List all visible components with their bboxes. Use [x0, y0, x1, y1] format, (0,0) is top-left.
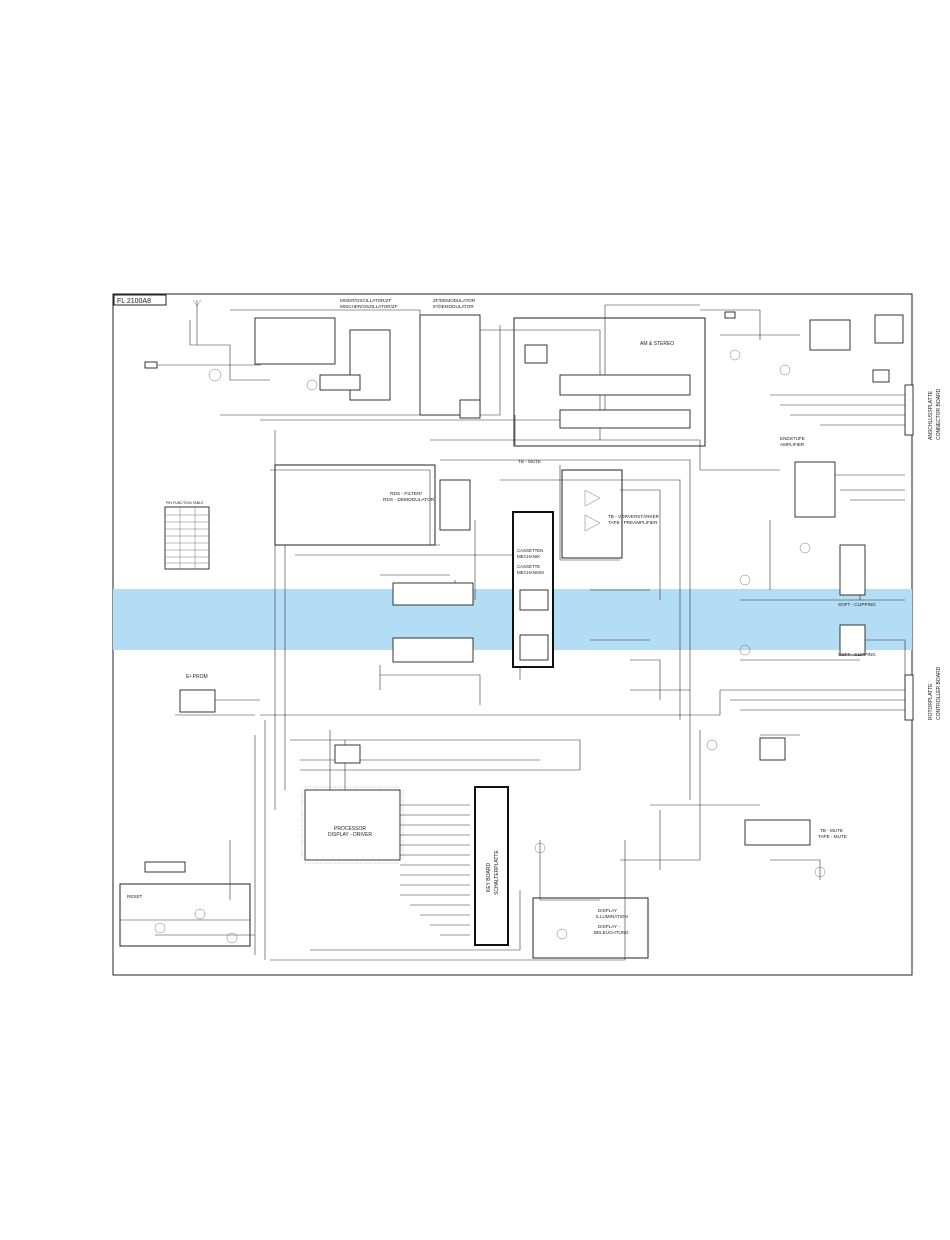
rds-label-1: RDS - FILTER/	[390, 491, 423, 497]
tape-mute-label-2: TAPE - MUTE	[818, 834, 847, 839]
tape-preamp-frame	[561, 469, 623, 559]
rds-block-frame	[274, 464, 436, 546]
band-connector-top	[392, 582, 474, 606]
stereo-block-frame	[513, 317, 706, 447]
demod-label-2: IF/DEMODULATOR	[433, 304, 474, 309]
key-board-label-2: SCHALTERPLATTE	[494, 850, 500, 895]
demod-label-1: ZF/DEMODULATOR	[433, 298, 476, 303]
controller-board-label-1: ROTORPLATTE	[928, 683, 934, 720]
amplifier-chip	[794, 461, 836, 518]
processor-label-2: DISPLAY - DRIVER	[328, 832, 372, 838]
top-right-section	[724, 311, 914, 721]
connector-board-label-1: ANSCHLUSSPLATTE	[928, 390, 934, 440]
endstufe-label-1: ENDSTUFE	[780, 436, 805, 441]
processor-label-1: PROCESSOR	[334, 826, 366, 832]
processor-pins	[301, 786, 404, 864]
display-label-2: ILLUMINATION	[596, 914, 628, 919]
band-connector-bottom	[392, 637, 474, 663]
display-label-4: BELEUCHTUNG	[594, 930, 629, 935]
cassette-label-4: MECHANISM	[517, 570, 544, 575]
key-board-label-1: KEY BOARD	[486, 863, 492, 892]
rds-label-2: RDS - DEMODULATOR	[383, 497, 435, 503]
eeprom-label: E²-PROM	[186, 674, 208, 680]
tape-mute-chip	[744, 819, 811, 846]
model-id-label: FL 2100A8	[117, 298, 151, 305]
soft-clipping-label-2: SOFT - CLIPPING	[838, 652, 876, 657]
display-label-1: DISPLAY	[598, 908, 617, 913]
tb-mute-top-label: TB - MUTE	[518, 459, 541, 464]
cassette-label-3: CASSETTE	[517, 564, 540, 569]
stereo-label: AM & STEREO	[640, 341, 674, 347]
mixer-label-1: MIXER/OSCILLATOR/ZF	[340, 298, 392, 303]
endstufe-label-2: AMPLIFIER	[780, 442, 805, 447]
display-label-3: DISPLAY -	[598, 924, 620, 929]
table-header: PIN FUNCTION TABLE	[166, 501, 204, 505]
reset-label: RESET	[127, 894, 143, 899]
tape-mute-label-1: TB - MUTE	[820, 828, 843, 833]
tuner-section	[144, 299, 481, 419]
wiring	[120, 304, 910, 961]
controller-board-label-2: CONTROLLER BOARD	[936, 666, 942, 720]
key-board-frame	[474, 786, 509, 946]
cassette-label-2: MECHANIK	[517, 554, 540, 559]
soft-clipping-label-1: SOFT - CLIPPING	[838, 602, 876, 607]
reset-block-frame	[119, 883, 251, 947]
tape-preamp-label-1: TB - VORVERSTÄRKER	[608, 513, 660, 519]
mixer-label-2: MISCHER/OSZILLATOR/ZF	[340, 304, 398, 309]
model-tag-box	[113, 294, 167, 306]
processor-chip	[304, 789, 401, 861]
pin-function-table: PIN FUNCTION TABLE	[164, 501, 210, 570]
display-block-frame	[532, 897, 649, 959]
connector-board-label-2: CONNECTOR BOARD	[936, 388, 942, 440]
tape-preamp-label-2: TAPE - PREAMPLIFIER	[608, 520, 658, 525]
cassette-label-1: CASSETTEN	[517, 548, 543, 553]
